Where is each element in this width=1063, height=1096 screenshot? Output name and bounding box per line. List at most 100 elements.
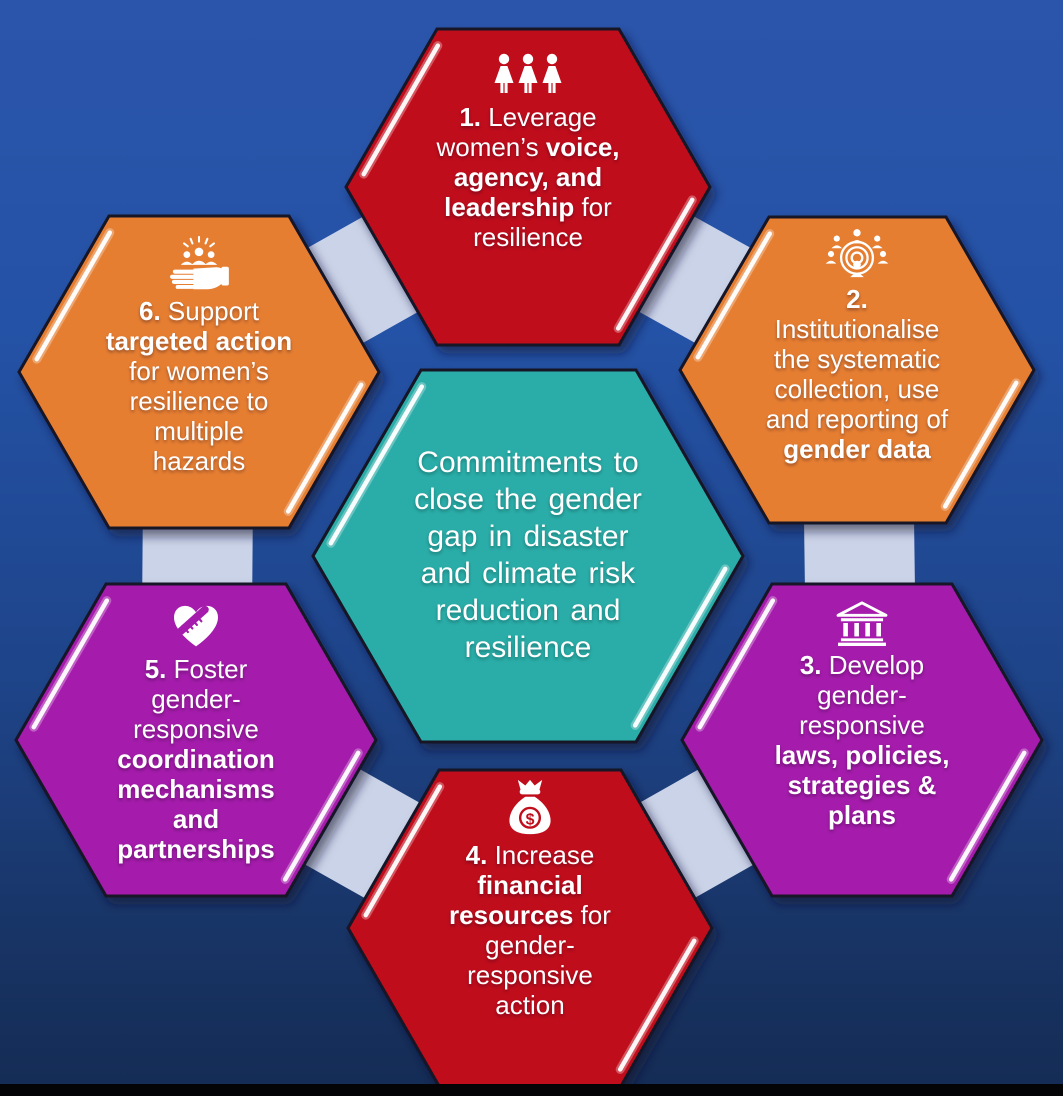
text-segment: 2.: [846, 284, 868, 314]
text-segment: voice,: [545, 132, 620, 162]
text-segment: gender-: [151, 684, 241, 714]
text-segment: Increase: [487, 840, 595, 870]
text-segment: hazards: [152, 446, 246, 476]
people-network-icon: [825, 229, 889, 278]
hexagon-gloss-highlight: [695, 231, 772, 360]
text-segment: leadership: [444, 192, 575, 222]
svg-text:$: $: [526, 811, 535, 828]
bottom-black-bar: [0, 1084, 1063, 1096]
hexagon-gloss-highlight: [948, 750, 1027, 882]
text-segment: resilience to: [129, 386, 269, 416]
hexagon-gloss-highlight: [282, 750, 361, 882]
center-hexagon-shape: [311, 368, 745, 744]
hexagon-gloss-highlight: [285, 382, 364, 514]
hexagon-gloss-highlight: [632, 566, 728, 728]
text-segment: targeted action: [105, 326, 293, 356]
text-segment: gender-: [817, 680, 907, 710]
text-segment: the systematic: [773, 344, 941, 374]
text-segment: responsive: [799, 710, 925, 740]
center-hexagon-label: Commitments to close the gender gap in dis…: [388, 410, 668, 700]
hexagon-3-shape: [680, 582, 1044, 898]
text-segment: 6.: [139, 296, 161, 326]
text-segment: strategies &: [787, 770, 937, 800]
text-segment: Foster: [166, 654, 248, 684]
text-segment: for: [573, 900, 611, 930]
hexagon-2: [678, 215, 1036, 525]
text-segment: gender-: [485, 930, 575, 960]
text-segment: plans: [828, 800, 896, 830]
hexagon-4-shape: [346, 768, 714, 1088]
bank-icon: [836, 601, 888, 646]
text-segment: 3.: [799, 650, 822, 680]
hexagon-5: [14, 582, 378, 898]
text-segment: resources: [449, 900, 574, 930]
hexagon-6: [17, 214, 381, 530]
hexagon-gloss-highlight: [615, 197, 695, 331]
text-segment: responsive: [133, 714, 259, 744]
text-segment: gap in disaster: [427, 520, 629, 553]
text-segment: close the gender: [414, 483, 642, 516]
text-segment: Institutionalise: [774, 314, 940, 344]
center-hexagon: [311, 368, 745, 744]
hexagon-2-shape: [678, 215, 1036, 525]
handshake-heart-icon: [173, 605, 219, 647]
text-segment: 5.: [144, 654, 167, 684]
hexagon-gloss-highlight: [617, 938, 697, 1072]
text-segment: 4.: [465, 840, 488, 870]
text-segment: multiple: [154, 416, 244, 446]
hexagon-1: [344, 27, 712, 347]
hexagon-gloss-highlight: [361, 43, 441, 177]
text-segment: coordination: [117, 744, 275, 774]
hexagon-5-shape: [14, 582, 378, 898]
text-segment: responsive: [467, 960, 593, 990]
text-segment: mechanisms: [117, 774, 275, 804]
hexagon-gloss-highlight: [697, 598, 776, 730]
hexagon-gloss-highlight: [31, 598, 110, 730]
text-segment: women’s: [436, 132, 546, 162]
hand-holding-people-icon: [170, 236, 229, 290]
text-segment: laws, policies,: [774, 740, 950, 770]
hexagon-1-shape: [344, 27, 712, 347]
text-segment: partnerships: [117, 834, 275, 864]
text-segment: for: [574, 192, 612, 222]
hexagon-6-shape: [17, 214, 381, 530]
text-segment: resilience: [473, 222, 583, 252]
text-segment: Develop: [821, 650, 925, 680]
hexagon-gloss-highlight: [942, 380, 1019, 509]
text-segment: and reporting of: [765, 404, 949, 434]
money-bag-icon: $: [509, 779, 551, 835]
text-segment: Leverage: [481, 102, 597, 132]
text-segment: gender data: [783, 434, 931, 464]
text-segment: action: [495, 990, 565, 1020]
text-segment: agency, and: [453, 162, 603, 192]
text-segment: collection, use: [774, 374, 940, 404]
hexagon-gloss-highlight: [363, 784, 443, 918]
text-segment: for women’s: [129, 356, 269, 386]
hexagon-3: [680, 582, 1044, 898]
text-segment: 1.: [459, 102, 481, 132]
center-hexagon-text: Commitments to close the gender gap in dis…: [414, 444, 642, 666]
text-segment: resilience: [464, 631, 592, 664]
text-segment: and climate risk: [420, 557, 636, 590]
hexagon-gloss-highlight: [328, 384, 425, 546]
hexagon-gloss-highlight: [34, 230, 113, 362]
text-segment: and: [172, 804, 220, 834]
text-segment: reduction and: [435, 594, 621, 627]
text-segment: Support: [160, 296, 259, 326]
three-women-icon: [494, 53, 562, 93]
text-segment: Commitments to: [417, 446, 639, 479]
